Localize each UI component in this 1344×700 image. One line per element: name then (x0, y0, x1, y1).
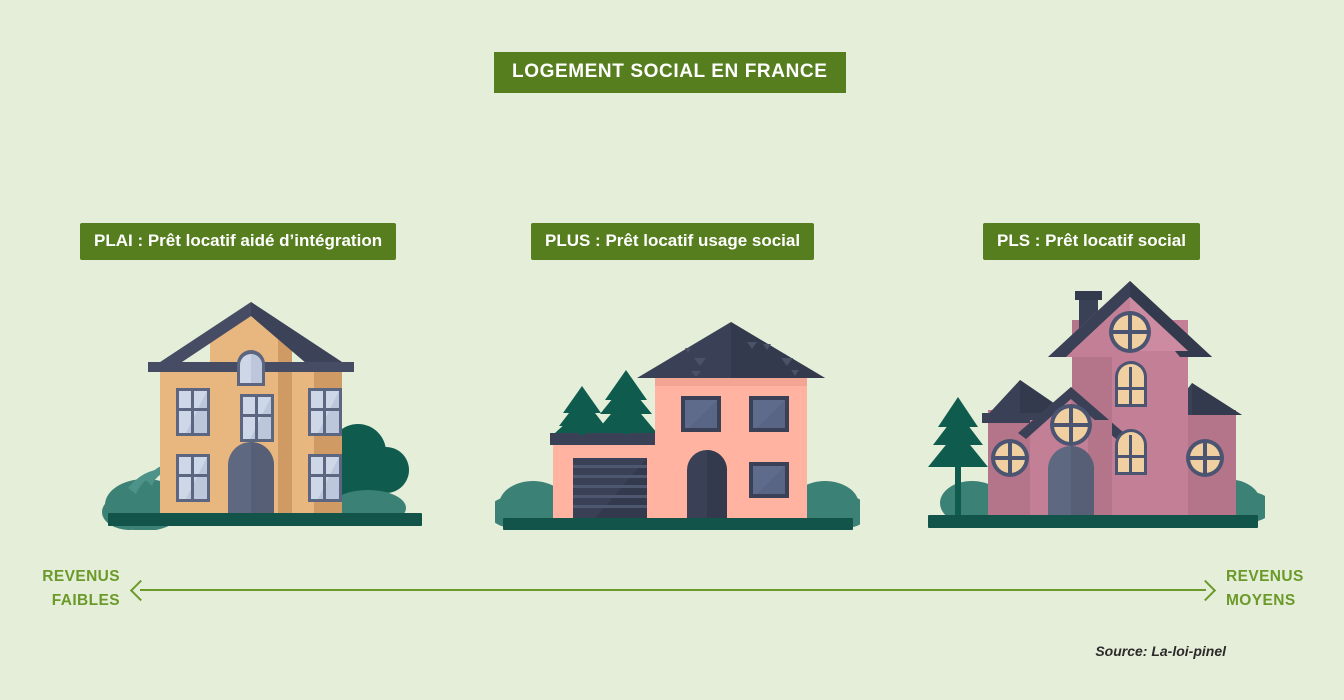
window-round-left-wing (991, 439, 1029, 477)
window-lower-right (749, 462, 789, 498)
roof-left (148, 302, 251, 370)
house-gable-peak (210, 302, 292, 346)
page-title: LOGEMENT SOCIAL EN FRANCE (494, 52, 846, 93)
ground-bar (503, 518, 853, 530)
door-arched (228, 442, 274, 513)
window-upper-left (176, 388, 210, 436)
window-arched-tower-lower (1115, 429, 1147, 475)
source-note: Source: La-loi-pinel (1095, 643, 1226, 659)
category-label-plus: PLUS : Prêt locatif usage social (531, 223, 815, 260)
window-upper-right (308, 388, 342, 436)
house-plai-svg (102, 302, 422, 531)
pine-tree-small (555, 386, 609, 435)
category-label-plai: PLAI : Prêt locatif aidé d’intégration (80, 223, 397, 260)
income-axis-line (140, 589, 1206, 591)
window-upper-centre (240, 394, 274, 442)
garage-door (573, 458, 647, 518)
axis-label-low-income: REVENUS FAIBLES (20, 565, 120, 613)
garage-roof-slab (550, 433, 670, 445)
roof-speckles (685, 342, 799, 377)
window-arched-tower-mid (1115, 361, 1147, 407)
window-lower-left (176, 454, 210, 502)
roof-main-shade (731, 322, 825, 378)
door-arched (687, 450, 727, 518)
ground-bar (108, 513, 422, 526)
window-round-tower (1109, 311, 1151, 353)
window-round-front-gable (1050, 404, 1092, 446)
window-attic-arched (237, 350, 265, 386)
house-pls-svg (928, 281, 1272, 528)
axis-label-low-income-line1: REVENUS (42, 568, 120, 585)
roof-right-shade (251, 302, 354, 370)
house-gable-shade (278, 330, 292, 513)
window-upper-left (681, 396, 721, 432)
axis-label-mid-income: REVENUS MOYENS (1226, 565, 1336, 613)
wing-left-eave (982, 413, 1080, 423)
house-plus-svg (489, 322, 869, 530)
arrow-right-icon (1194, 579, 1217, 602)
house-body-band (655, 378, 807, 386)
tower-roof-right-shade (1130, 281, 1212, 357)
illustration-house-plus (489, 300, 869, 530)
wing-right-roof-shade (1192, 383, 1242, 415)
window-round-right-wing (1186, 439, 1224, 477)
illustration-house-pls (920, 275, 1272, 530)
pine-tree-large (595, 370, 657, 434)
tower-roof-left (1048, 281, 1130, 357)
axis-label-mid-income-line1: REVENUS (1226, 568, 1304, 585)
door-arched (1048, 446, 1094, 515)
chimney-cap (1075, 291, 1102, 300)
pine-tree (928, 397, 988, 515)
illustration-house-plai (100, 290, 430, 531)
category-label-pls: PLS : Prêt locatif social (983, 223, 1200, 260)
ground-bar (928, 515, 1258, 528)
arrow-left-icon (129, 579, 152, 602)
window-lower-right (308, 454, 342, 502)
window-upper-right (749, 396, 789, 432)
axis-label-low-income-line2: FAIBLES (51, 592, 120, 609)
front-gable-roof-left (1018, 387, 1071, 439)
axis-label-mid-income-line2: MOYENS (1226, 592, 1296, 609)
